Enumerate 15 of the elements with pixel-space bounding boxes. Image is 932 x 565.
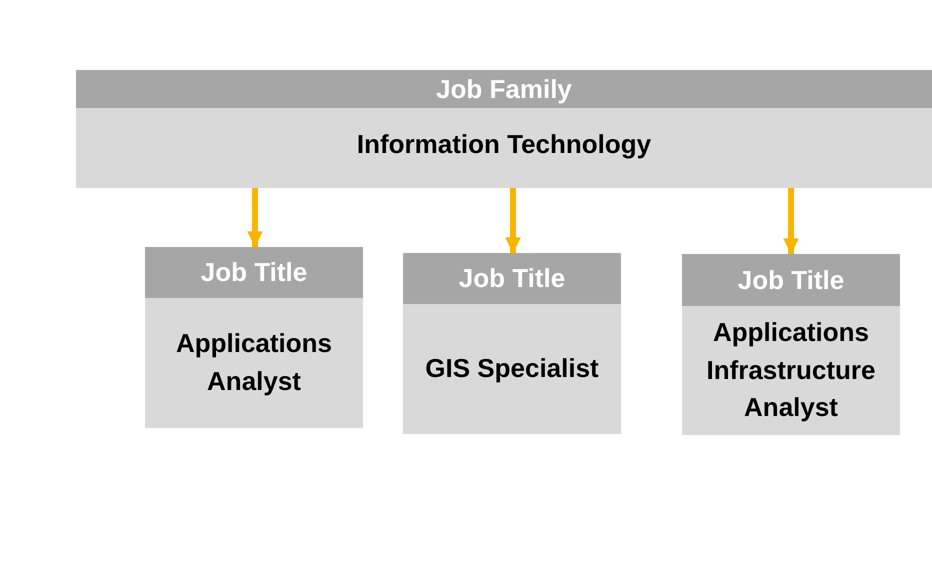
header-text: Job Title [738,264,844,296]
title-card [145,247,363,428]
title-text: GIS Specialist [425,352,599,386]
title-card [76,70,932,188]
header-text: Job Family [436,74,572,104]
title-text: Applications Infrastructure Analyst [705,316,877,424]
arrow [783,188,799,254]
header-text: Job Title [200,257,308,288]
arrow [247,188,263,247]
title-card [403,253,621,434]
title-card [682,254,900,435]
arrow [505,188,521,253]
header-text: Job Title [458,263,566,294]
title-text: Information Technology [356,128,652,161]
title-text: Applications Analyst [174,327,333,398]
